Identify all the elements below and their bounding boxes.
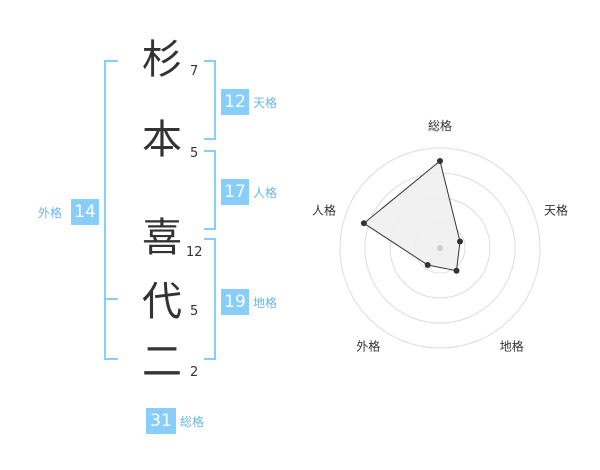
- radar-point-4: [360, 220, 367, 227]
- radar-axis-label: 総格: [428, 118, 452, 133]
- radar-center-dot: [437, 245, 443, 251]
- chikaku-label: 地格: [253, 296, 278, 310]
- name-kanji-4: 代: [142, 279, 182, 325]
- radar-point-1: [457, 238, 463, 245]
- stroke-count-2: 5: [190, 146, 199, 161]
- radar-ring-4: [339, 147, 541, 349]
- soukaku-label: 総格: [180, 415, 205, 429]
- gaikaku-badge: 14: [71, 199, 99, 225]
- radar-value-polygon: [363, 160, 461, 272]
- jinkaku-bracket: [204, 150, 216, 230]
- radar-axis-label: 天格: [544, 202, 568, 217]
- radar-point-0: [437, 158, 443, 164]
- jinkaku-badge: 17: [221, 179, 249, 205]
- radar-axis-label: 地格: [500, 339, 524, 354]
- radar-axis-label: 人格: [312, 202, 336, 217]
- soukaku-badge: 31: [146, 408, 176, 434]
- chikaku-badge: 19: [221, 289, 249, 315]
- tenkaku-bracket: [204, 60, 216, 140]
- gaikaku-label: 外格: [38, 206, 63, 220]
- stroke-count-5: 2: [190, 365, 199, 380]
- stroke-count-3: 12: [186, 245, 203, 260]
- radar-axis-label: 外格: [356, 339, 380, 354]
- name-kanji-5: 二: [142, 339, 182, 385]
- stroke-count-4: 5: [190, 304, 199, 319]
- radar-point-2: [453, 267, 460, 274]
- jinkaku-label: 人格: [253, 186, 278, 200]
- tenkaku-label: 天格: [253, 96, 278, 110]
- radar-point-3: [424, 262, 431, 268]
- name-kanji-2: 本: [142, 117, 182, 163]
- gaikaku-bracket: [104, 60, 118, 360]
- name-kanji-3: 喜: [142, 215, 182, 261]
- name-kanji-1: 杉: [142, 37, 182, 83]
- chikaku-bracket: [204, 238, 216, 360]
- tenkaku-badge: 12: [221, 89, 249, 115]
- stroke-count-1: 7: [190, 64, 199, 79]
